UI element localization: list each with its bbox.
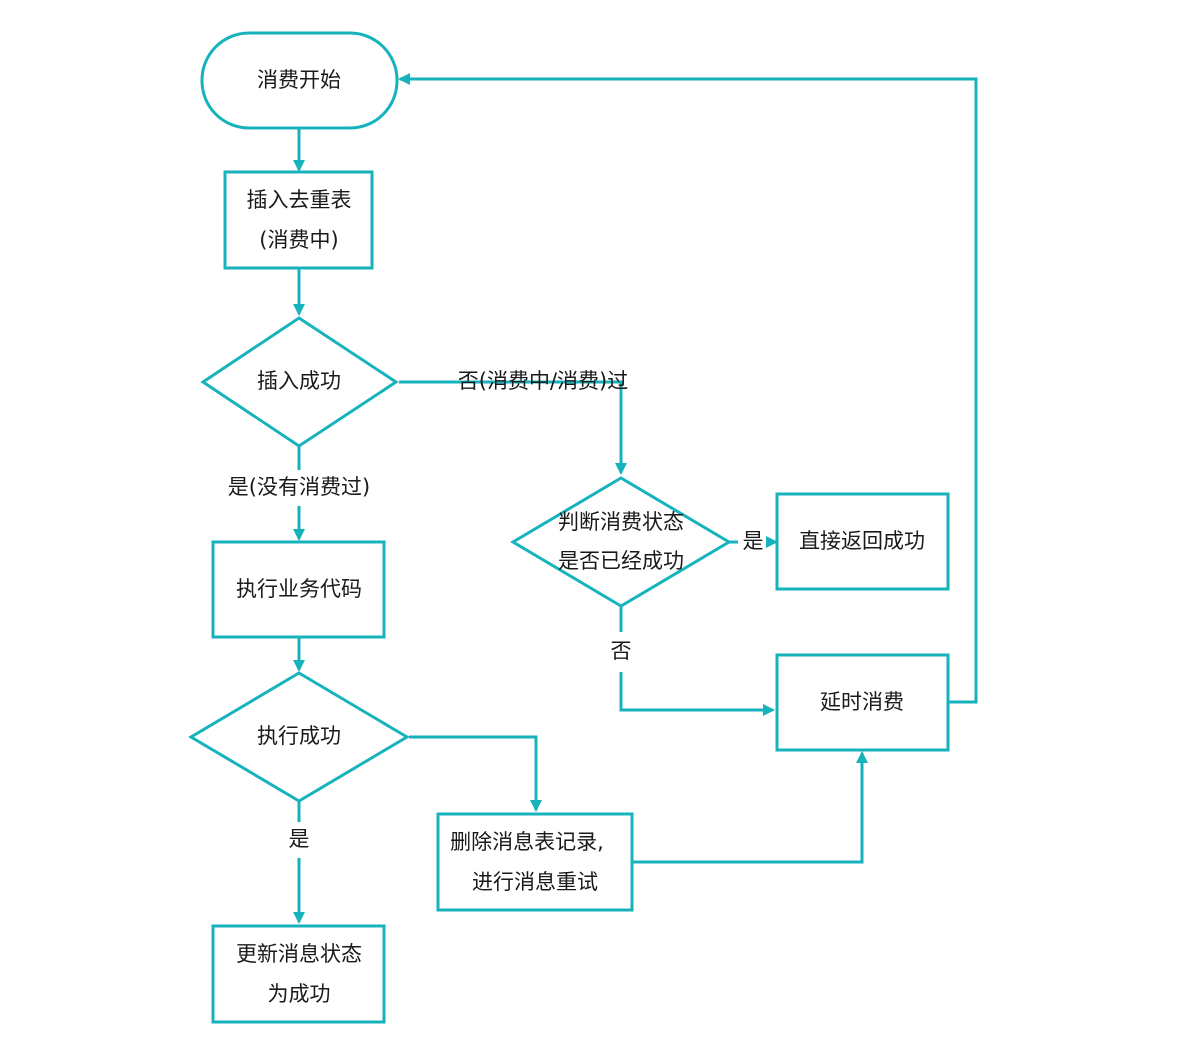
- update-status-label-2: 为成功: [268, 982, 331, 1006]
- start-label: 消费开始: [257, 68, 341, 92]
- edge-delay-to-start: [398, 73, 978, 704]
- edge-label-execute-yes: 是: [289, 827, 310, 851]
- edge-execute-fail: [409, 735, 542, 812]
- edge-insert-no: [399, 380, 627, 475]
- delay-consume-label: 延时消费: [820, 690, 904, 714]
- delete-retry-box: [436, 812, 634, 912]
- judge-status-label-1: 判断消费状态: [558, 510, 684, 534]
- execute-success-label: 执行成功: [257, 724, 341, 748]
- edge-label-judge-no: 否: [611, 639, 632, 663]
- edge-retry-to-delay: [633, 751, 868, 864]
- delete-retry-label-1: 删除消息表记录,: [450, 830, 604, 854]
- edge-label-judge-yes: 是: [743, 529, 764, 553]
- start-node: [200, 31, 399, 130]
- return-success-box: [775, 492, 950, 591]
- delay-consume-box: [775, 653, 950, 752]
- edge-label-insert-yes: 是(没有消费过): [228, 475, 370, 499]
- judge-status-decision: [510, 476, 732, 608]
- insert-success-decision: [200, 316, 399, 448]
- judge-status-label-2: 是否已经成功: [558, 549, 684, 573]
- execute-code-box: [211, 540, 386, 639]
- execute-success-decision: [188, 671, 410, 803]
- delete-retry-label-2: 进行消息重试: [472, 870, 598, 894]
- insert-dedup-label-1: 插入去重表: [247, 188, 352, 212]
- execute-code-label: 执行业务代码: [236, 577, 362, 601]
- insert-dedup-box: [223, 170, 374, 270]
- edge-label-insert-no: 否(消费中/消费)过: [458, 369, 628, 393]
- return-success-label: 直接返回成功: [799, 529, 925, 553]
- insert-success-label: 插入成功: [257, 369, 341, 393]
- update-status-label-1: 更新消息状态: [236, 942, 362, 966]
- insert-dedup-label-2: (消费中): [259, 228, 338, 252]
- edge-judge-no-lower: [619, 672, 775, 716]
- update-status-box: [211, 924, 386, 1024]
